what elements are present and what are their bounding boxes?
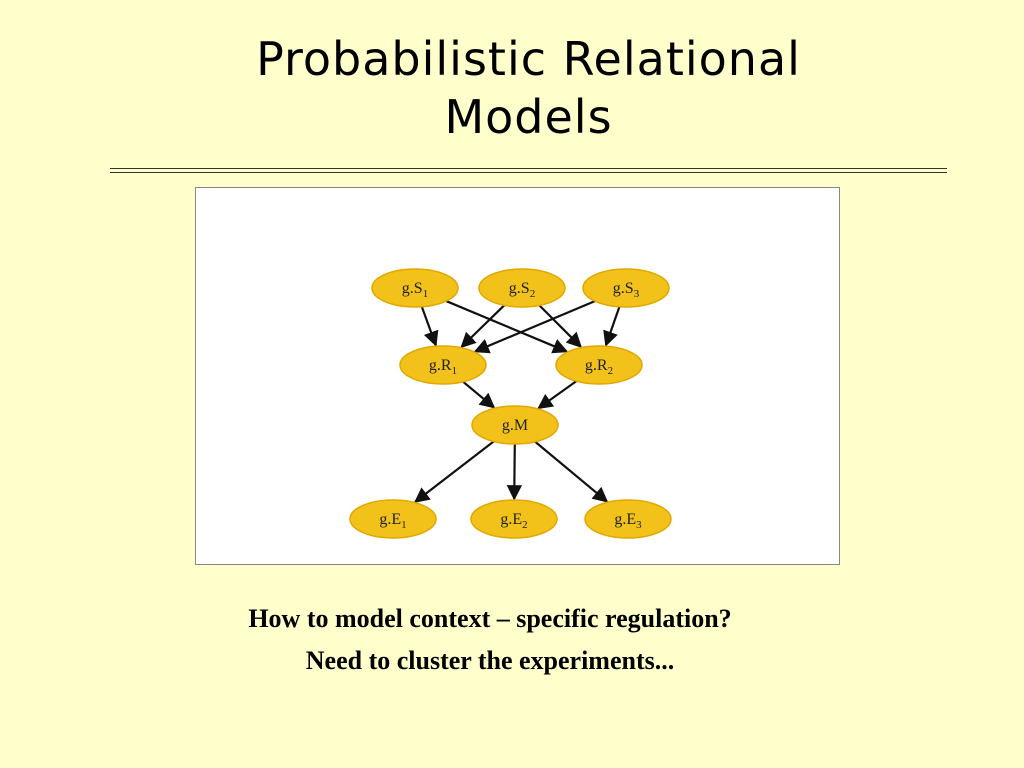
node-r1: g.R1 bbox=[399, 345, 487, 385]
node-e1: g.E1 bbox=[349, 499, 437, 539]
slide-caption: How to model context – specific regulati… bbox=[100, 598, 880, 682]
node-label: g.E3 bbox=[614, 511, 642, 531]
node-ellipse bbox=[555, 345, 643, 385]
edge-m-to-e3 bbox=[534, 440, 609, 503]
edge-s3-to-r1 bbox=[473, 300, 596, 354]
node-ellipse bbox=[478, 268, 566, 308]
edge-s2-to-r1 bbox=[460, 304, 506, 349]
network-diagram: g.S1 g.S2 g.S3 g.R1 g.R2 g.M g.E1 g.E2 g.E3 bbox=[349, 268, 672, 539]
edge-s3-to-r2 bbox=[603, 306, 621, 347]
node-label: g.R2 bbox=[585, 357, 613, 377]
node-m: g.M bbox=[471, 405, 559, 445]
caption-line-2: Need to cluster the experiments... bbox=[305, 646, 675, 675]
node-label: g.E1 bbox=[379, 511, 406, 531]
node-e3: g.E3 bbox=[584, 499, 672, 539]
node-r2: g.R2 bbox=[555, 345, 643, 385]
node-ellipse bbox=[349, 499, 437, 539]
node-label: g.E2 bbox=[500, 511, 527, 531]
edge-s1-to-r1 bbox=[420, 306, 439, 347]
node-label: g.M bbox=[502, 417, 528, 434]
network-figure: g.S1 g.S2 g.S3 g.R1 g.R2 g.M g.E1 g.E2 g.E3 bbox=[195, 187, 840, 565]
node-ellipse bbox=[470, 499, 558, 539]
node-ellipse bbox=[471, 405, 559, 445]
edge-s1-to-r2 bbox=[445, 300, 569, 354]
edge-r1-to-m bbox=[462, 380, 496, 409]
caption-line-1: How to model context – specific regulati… bbox=[248, 604, 732, 633]
edge-m-to-e1 bbox=[413, 440, 495, 503]
node-label: g.S3 bbox=[613, 280, 640, 300]
edge-s2-to-r2 bbox=[538, 304, 583, 349]
node-ellipse bbox=[399, 345, 487, 385]
node-s1: g.S1 bbox=[371, 268, 459, 308]
node-s2: g.S2 bbox=[478, 268, 566, 308]
title-line-1: Probabilistic Relational bbox=[256, 32, 801, 86]
node-ellipse bbox=[582, 268, 670, 308]
node-label: g.S2 bbox=[509, 280, 535, 300]
node-label: g.R1 bbox=[429, 357, 457, 377]
nodes-layer: g.S1 g.S2 g.S3 g.R1 g.R2 g.M g.E1 g.E2 g.E3 bbox=[349, 268, 672, 539]
edge-m-to-e2 bbox=[506, 443, 523, 501]
edge-r2-to-m bbox=[537, 380, 578, 410]
edges-layer bbox=[413, 300, 621, 503]
node-e2: g.E2 bbox=[470, 499, 558, 539]
node-ellipse bbox=[371, 268, 459, 308]
node-label: g.S1 bbox=[402, 280, 428, 300]
node-s3: g.S3 bbox=[582, 268, 670, 308]
title-line-2: Models bbox=[444, 90, 613, 144]
slide-title: Probabilistic Relational Models bbox=[110, 30, 947, 146]
node-ellipse bbox=[584, 499, 672, 539]
title-divider-bottom bbox=[110, 172, 947, 173]
title-divider-top bbox=[110, 168, 947, 169]
